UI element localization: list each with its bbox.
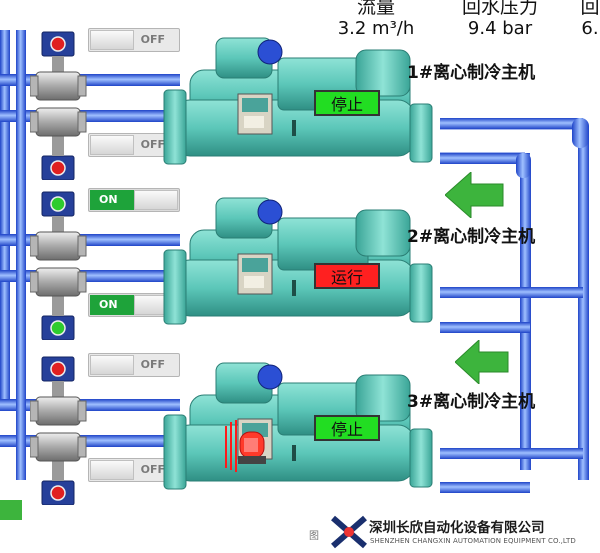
footer-mark: 图	[309, 531, 320, 542]
toggle-label: ON	[99, 298, 118, 311]
flow-label: 流量	[356, 0, 395, 18]
chiller-row: ON ON 运行 2#离心制冷主机	[0, 188, 600, 350]
chiller-name: 2#离心制冷主机	[407, 227, 536, 247]
company-name: 深圳长欣自动化设备有限公司	[369, 520, 545, 536]
return-pressure-value: 9.4 bar	[467, 18, 533, 39]
toggle-knob	[134, 190, 178, 210]
flow-arrow-icon	[0, 500, 22, 520]
third-reading: 回 6.	[570, 0, 600, 40]
toggle-label: OFF	[140, 358, 165, 371]
chiller-name: 1#离心制冷主机	[407, 63, 536, 83]
third-value: 6.	[581, 18, 599, 39]
toggle-knob	[90, 30, 134, 50]
chiller-row: OFF OFF 停止 3#离心制冷主机	[0, 353, 600, 515]
toggle-label: OFF	[140, 33, 165, 46]
valve-assembly-icon	[30, 31, 87, 180]
chiller-status-button[interactable]: 运行	[314, 263, 380, 289]
valve-toggle-top[interactable]: OFF	[88, 28, 180, 52]
centrifugal-chiller-icon	[163, 362, 433, 490]
toggle-label: OFF	[140, 138, 165, 151]
valve-toggle-top[interactable]: ON	[88, 188, 180, 212]
return-pressure-reading: 回水压力 9.4 bar	[460, 0, 540, 40]
centrifugal-chiller-icon	[163, 197, 433, 325]
company-logo-icon	[331, 515, 367, 549]
chiller-status-button[interactable]: 停止	[314, 415, 380, 441]
chiller-name: 3#离心制冷主机	[407, 392, 536, 412]
valve-toggle-top[interactable]: OFF	[88, 353, 180, 377]
flow-arrow-icon	[445, 172, 504, 218]
toggle-knob	[90, 135, 134, 155]
flow-arrow-icon	[455, 340, 509, 384]
company-name-en: SHENZHEN CHANGXIN AUTOMATION EQUIPMENT C…	[370, 537, 576, 545]
return-pressure-label: 回水压力	[461, 0, 538, 18]
centrifugal-chiller-icon	[163, 37, 433, 165]
toggle-knob	[90, 460, 134, 480]
toggle-knob	[90, 355, 134, 375]
chiller-row: OFF OFF 停止 1#离心制冷主机	[0, 28, 600, 190]
flow-value: 3.2 m³/h	[337, 18, 415, 39]
chiller-status-button[interactable]: 停止	[314, 90, 380, 116]
alarm-beacon-icon	[225, 420, 266, 472]
toggle-label: ON	[99, 193, 118, 206]
valve-assembly-icon	[30, 191, 87, 340]
toggle-label: OFF	[140, 463, 165, 476]
flow-reading: 流量 3.2 m³/h	[336, 0, 416, 40]
valve-assembly-icon	[30, 356, 87, 505]
third-label: 回	[580, 0, 600, 18]
